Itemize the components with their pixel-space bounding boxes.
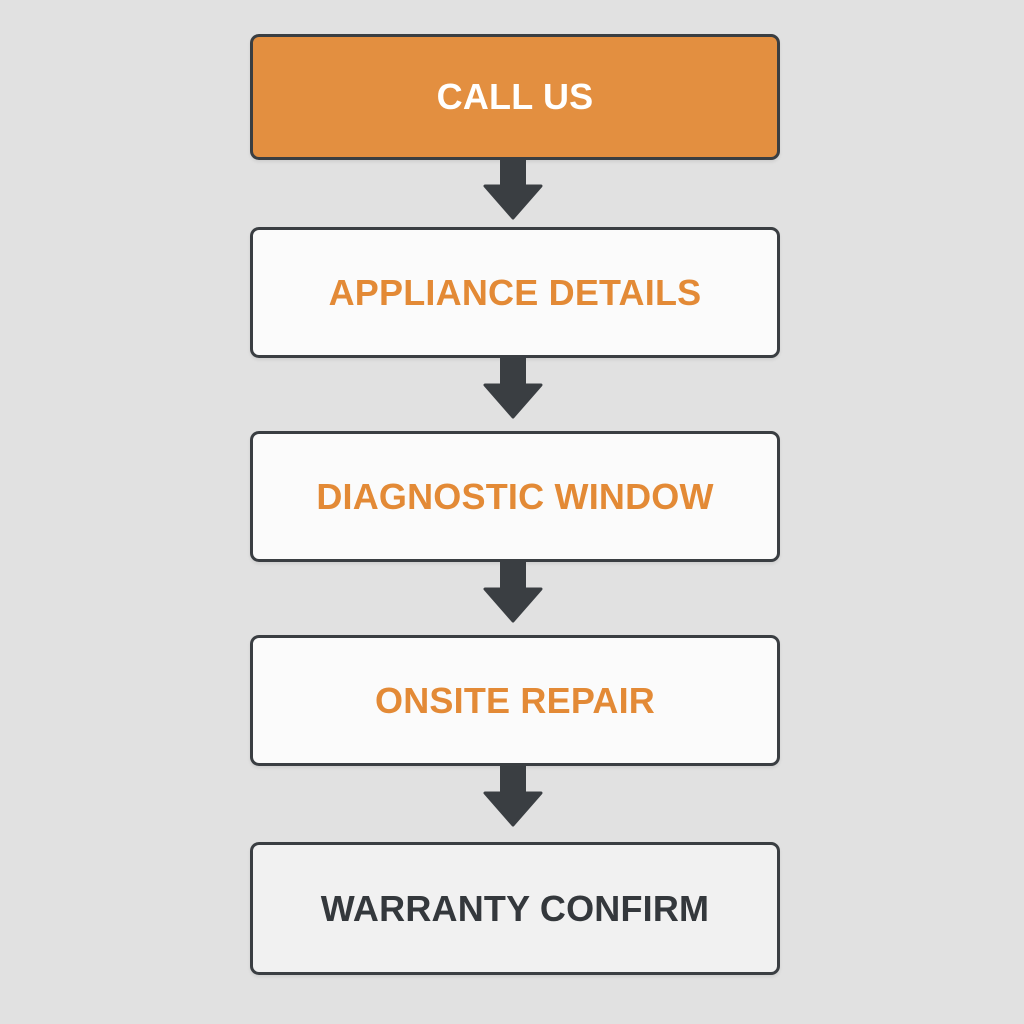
arrow-down-icon	[483, 561, 543, 623]
step-onsite-repair: ONSITE REPAIR	[250, 635, 780, 766]
step-appliance-details: APPLIANCE DETAILS	[250, 227, 780, 358]
step-label: ONSITE REPAIR	[375, 679, 655, 721]
step-label: APPLIANCE DETAILS	[328, 271, 702, 313]
arrow-down-icon	[483, 158, 543, 220]
step-label: WARRANTY CONFIRM	[320, 887, 710, 929]
step-diagnostic-window: DIAGNOSTIC WINDOW	[250, 431, 780, 562]
arrow-down-icon	[483, 357, 543, 419]
step-call-us: CALL US	[250, 34, 780, 160]
step-label: DIAGNOSTIC WINDOW	[316, 475, 714, 517]
step-label: CALL US	[436, 76, 594, 117]
step-warranty-confirm: WARRANTY CONFIRM	[250, 842, 780, 975]
arrow-down-icon	[483, 765, 543, 827]
